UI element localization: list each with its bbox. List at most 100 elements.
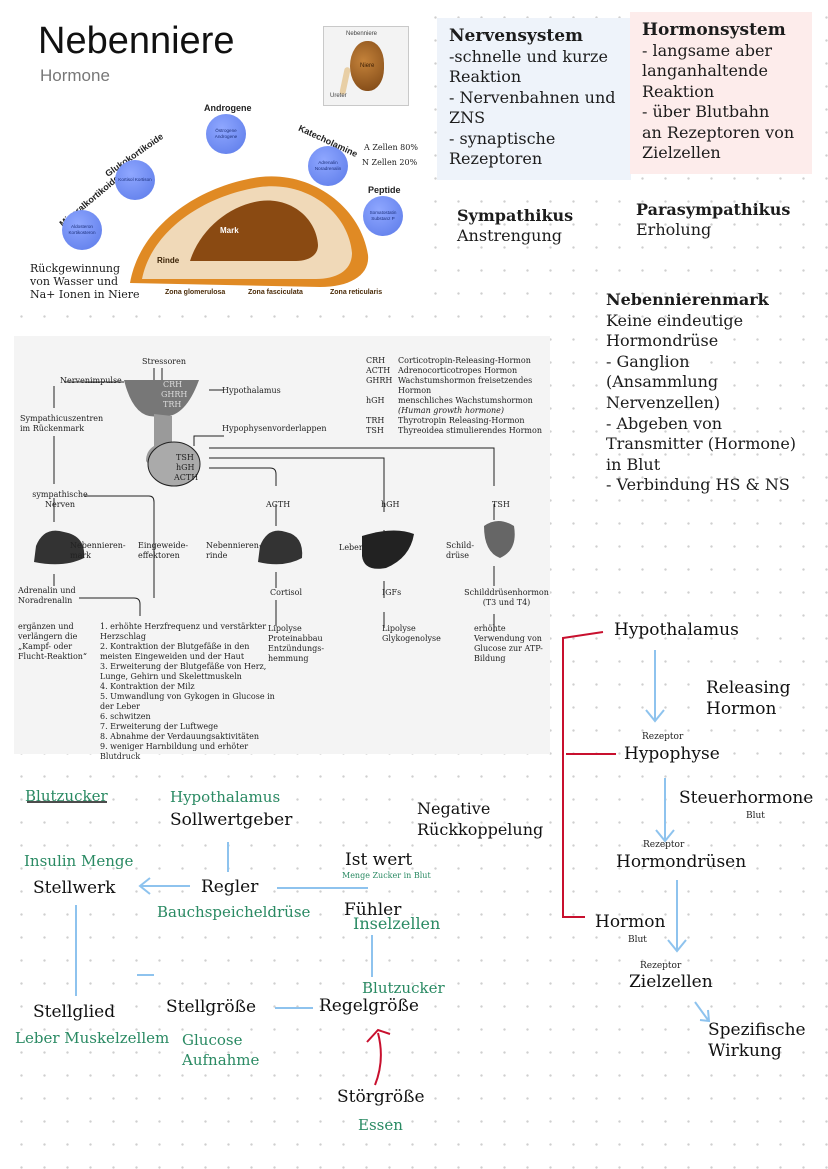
- regelkreis-sollwertgeber: Sollwertgeber: [170, 810, 293, 830]
- scan-effect-item: 1. erhöhte Herzfrequenz und verstärkter …: [100, 622, 267, 641]
- scan-hyp-hgh: hGH: [176, 463, 195, 472]
- legend-abbr: ACTH: [366, 366, 391, 375]
- scan-tsh-product: Schilddrüsenhormon (T3 und T4): [464, 588, 549, 607]
- nebennierenmark-title: Nebennierenmark: [606, 290, 769, 309]
- scan-effect-item: 5. Umwandlung von Gykogen in Glucose in …: [100, 692, 275, 711]
- chain-hypophyse: Hypophyse: [624, 744, 720, 764]
- scan-lines: [34, 368, 515, 632]
- hormonsystem-line: an Rezeptoren von: [642, 122, 795, 142]
- kidney-inset-label-mid: Niere: [360, 63, 375, 69]
- nervensystem-box: Nervensystem -schnelle und kurze Reaktio…: [437, 18, 631, 180]
- scan-effect-item: 2. Kontraktion der Blutgefäße in den mei…: [100, 642, 250, 661]
- scan-acth-hormone: ACTH: [266, 500, 291, 509]
- cell-note-n: N Zellen 20%: [362, 158, 418, 167]
- scan-hgh-organ: Leber: [339, 543, 363, 552]
- chain-spezifische-wirkung: Spezifische Wirkung: [708, 1020, 806, 1061]
- regelkreis-insulin-menge: Insulin Menge: [24, 852, 134, 870]
- regelkreis-hypothalamus: Hypothalamus: [170, 788, 281, 806]
- chain-hypothalamus: Hypothalamus: [614, 620, 739, 640]
- legend-abbr: CRH: [366, 356, 386, 365]
- scan-hyp-tsh: TSH: [176, 453, 194, 462]
- chain-rezeptor-2: Rezeptor: [643, 840, 685, 850]
- chain-rezeptor-1: Rezeptor: [642, 732, 684, 742]
- hormonsystem-title: Hormonsystem: [642, 20, 786, 40]
- regelkreis-bauchspeicheldruese: Bauchspeicheldrüse: [157, 903, 311, 921]
- bubble-mineralkortikoide: Aldosteron Kortikosteron: [62, 210, 102, 250]
- bubble-katecholamine: Adrenalin Noradrenalin: [308, 146, 348, 186]
- legend-full: Adrenocorticotropes Hormon: [398, 366, 518, 375]
- scan-tsh-effect: erhöhte Verwendung von Glucose zur ATP-B…: [474, 624, 543, 663]
- regelkreis-stellglied: Stellglied: [33, 1002, 116, 1022]
- nebennierenmark-line: (Ansammlung: [606, 372, 719, 392]
- scan-acth-effect: Lipolyse Proteinabbau Entzündungs-hemmun…: [268, 624, 325, 663]
- nebennierenmark-line: Hormondrüse: [606, 331, 719, 351]
- bubble-title-peptide: Peptide: [368, 185, 401, 195]
- scan-adrenalin: Adrenalin und Noradrenalin: [18, 586, 76, 605]
- nebennierenmark-block: Nebennierenmark Keine eindeutige Hormond…: [606, 290, 796, 496]
- legend-full: (Human growth hormone): [398, 406, 505, 415]
- scan-hgh-effect: Lipolyse Glykogenolyse: [382, 624, 441, 643]
- page-title: Nebenniere: [38, 20, 235, 62]
- nebennierenmark-organ: [34, 530, 85, 565]
- legend-abbr: GHRH: [366, 376, 393, 385]
- kidney-shape: [350, 41, 384, 91]
- scan-effect-item: 3. Erweiterung der Blutgefäße von Herz, …: [100, 662, 267, 681]
- nervensystem-line: - synaptische: [449, 128, 556, 148]
- sympathikus-block: Sympathikus Anstrengung: [457, 206, 573, 246]
- regelkreis-essen: Essen: [358, 1116, 403, 1134]
- regelkreis-negative-rueckkoppelung: Negative Rückkoppelung: [417, 799, 544, 839]
- scan-legend: CRH Corticotropin-Releasing-Hormon ACTH Ad…: [366, 356, 550, 436]
- chain-blut-1: Blut: [746, 811, 765, 821]
- legend-abbr: TRH: [366, 416, 385, 425]
- nebennierenmark-line: Nervenzellen): [606, 392, 721, 412]
- regelkreis-stellgroesse: Stellgröße: [166, 997, 257, 1017]
- legend-abbr: hGH: [366, 396, 385, 405]
- cell-note-a: A Zellen 80%: [364, 143, 418, 152]
- nebennierenmark-line: - Ganglion: [606, 351, 690, 371]
- hormonsystem-line: langanhaltende: [642, 61, 768, 80]
- bubble-title-androgene: Androgene: [204, 103, 252, 113]
- legend-full: menschliches Wachstumshormon: [398, 396, 533, 405]
- bubble-androgene: Östrogene Androgene: [206, 114, 246, 154]
- chain-blut-2: Blut: [628, 935, 647, 945]
- nervensystem-line: Reaktion: [449, 67, 522, 86]
- scan-acth-organ: Nebennieren-rinde: [206, 541, 262, 560]
- hormonsystem-box: Hormonsystem - langsame aber langanhalte…: [630, 12, 812, 174]
- regelkreis-istwert-note: Menge Zucker in Blut: [342, 871, 431, 880]
- regelkreis-fuehler: Fühler: [344, 900, 402, 920]
- legend-full: Corticotropin-Releasing-Hormon: [398, 356, 531, 365]
- nebennierenmark-line: - Abgeben von: [606, 413, 723, 433]
- nervensystem-line: Rezeptoren: [449, 149, 543, 168]
- regelkreis-stellwerk: Stellwerk: [33, 878, 116, 898]
- chain-releasing-hormon: Releasing Hormon: [706, 678, 791, 719]
- regelkreis-inselzellen: Inselzellen: [353, 914, 441, 933]
- regelkreis-leber-muskelzellen: Leber Muskelzellem: [15, 1029, 170, 1047]
- adrenal-cross-section: [130, 176, 369, 287]
- regelkreis-regler: Regler: [201, 877, 259, 897]
- sympathikus-text: Anstrengung: [457, 226, 563, 245]
- nebennierenmark-line: - Verbindung HS & NS: [606, 475, 790, 495]
- nervensystem-line: ZNS: [449, 108, 486, 127]
- nebennierenrinde-organ: [258, 530, 303, 565]
- hormonsystem-line: - über Blutbahn: [642, 102, 770, 121]
- adrenal-medulla: [190, 200, 318, 261]
- rueckgewinnung-note: Rückgewinnung von Wasser und Na+ Ionen i…: [30, 262, 140, 301]
- regelkreis-regelgroesse: Regelgröße: [319, 996, 419, 1016]
- kidney-inset: Nebenniere Niere Ureter: [323, 26, 409, 106]
- zone-glomerulosa: Zona glomerulosa: [165, 289, 226, 296]
- zone-reticularis: Zona reticularis: [330, 289, 383, 296]
- regelkreis-topic: Blutzucker: [25, 787, 108, 805]
- scan-sympathische-nerven: sympathische Nerven: [32, 490, 88, 509]
- legend-abbr: [366, 406, 390, 416]
- hormonsystem-line: - langsame aber: [642, 40, 773, 60]
- kidney-inset-label-bottom: Ureter: [330, 93, 347, 99]
- scan-nervenimpulse: Nervenimpulse: [60, 376, 122, 385]
- scan-effect-item: 8. Abnahme der Verdauungsaktivitäten: [100, 732, 259, 741]
- nervensystem-title: Nervensystem: [449, 26, 584, 46]
- chain-hormondruesen: Hormondrüsen: [616, 852, 747, 872]
- kidney-inset-label-top: Nebenniere: [346, 31, 378, 37]
- scan-legend-row: CRH Corticotropin-Releasing-Hormon: [366, 356, 550, 366]
- scan-hth-trh: TRH: [163, 400, 182, 409]
- scan-ergaenzen: ergänzen und verlängern die „Kampf- oder…: [18, 622, 88, 661]
